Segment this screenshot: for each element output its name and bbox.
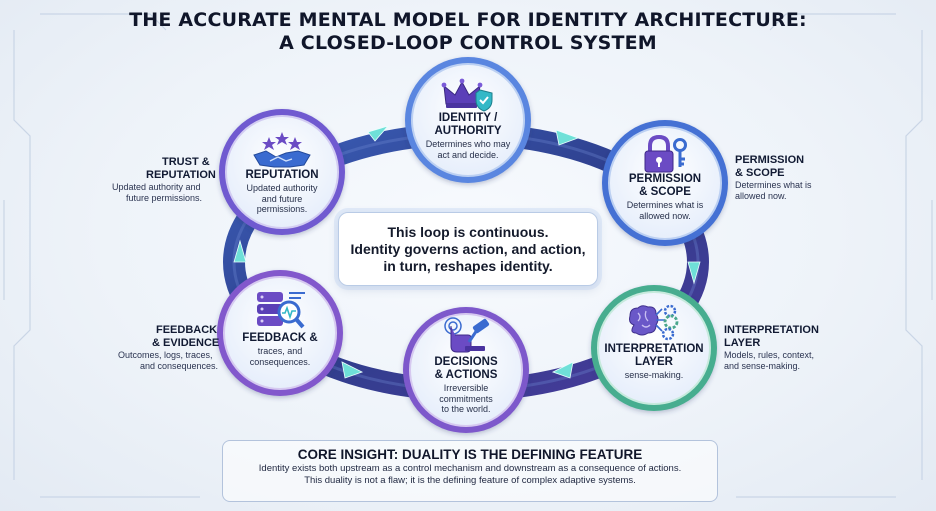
node-decisions-desc-3: to the world. [441, 404, 491, 414]
core-insight-box: CORE INSIGHT: DUALITY IS THE DEFINING FE… [222, 440, 718, 502]
center-line-3: in turn, reshapes identity. [383, 257, 553, 274]
gavel-pointer-icon [444, 317, 490, 353]
handshake-stars-icon [253, 132, 311, 168]
node-interpretation-title-2: LAYER [635, 356, 673, 368]
side-feedback-title-2: & EVIDENCE [152, 336, 220, 349]
page-title: THE ACCURATE MENTAL MODEL FOR IDENTITY A… [0, 9, 936, 55]
node-permission-desc-2: allowed now. [639, 210, 691, 221]
flow-arrow-3 [687, 261, 701, 285]
node-permission-title-1: PERMISSION [628, 173, 702, 185]
node-reputation-desc-3: permissions. [256, 204, 308, 214]
node-feedback: FEEDBACK & traces, and consequences. [226, 290, 334, 367]
side-feedback-desc-2: and consequences. [140, 360, 219, 371]
side-trust-desc-2: future permissions. [126, 192, 203, 203]
flow-arrow-4 [551, 361, 574, 379]
node-decisions-title-2: & ACTIONS [434, 369, 498, 381]
center-line-2: Identity governs action, and action, [350, 240, 586, 257]
side-label-feedback: FEEDBACK & EVIDENCE Outcomes, logs, trac… [118, 324, 228, 371]
node-identity-desc-1: Determines who may [425, 139, 511, 149]
node-decisions: DECISIONS & ACTIONS Irreversible commitm… [412, 316, 520, 415]
core-insight-line-1: Identity exists both upstream as a contr… [258, 463, 682, 474]
node-reputation-desc-2: and future [261, 193, 303, 204]
node-reputation-title-1: REPUTATION [245, 169, 319, 181]
node-interpretation-title-1: INTERPRETATION [604, 343, 704, 355]
side-interpretation-title-2: LAYER [724, 336, 761, 349]
node-interpretation-desc-1: sense-making. [624, 370, 684, 380]
node-decisions-desc-2: commitments [439, 393, 493, 404]
node-feedback-desc-1: traces, and [257, 346, 303, 356]
brain-gears-icon [629, 304, 679, 341]
node-identity: IDENTITY / AUTHORITY Determines who may … [413, 78, 523, 160]
side-interpretation-title-1: INTERPRETATION [724, 324, 819, 336]
flow-arrow-1 [367, 125, 390, 142]
node-reputation: REPUTATION Updated authority and future … [226, 131, 338, 215]
crown-shield-icon [441, 78, 493, 112]
database-magnifier-icon [257, 292, 305, 329]
side-permission-desc-2: allowed now. [735, 190, 787, 201]
side-label-permission: PERMISSION & SCOPE Determines what is al… [735, 154, 845, 201]
node-decisions-title-1: DECISIONS [434, 356, 498, 368]
title-line-2: A CLOSED-LOOP CONTROL SYSTEM [279, 32, 657, 54]
node-identity-title-1: IDENTITY / [438, 112, 498, 124]
node-permission-title-2: & SCOPE [639, 186, 691, 198]
side-label-interpretation: INTERPRETATION LAYER Models, rules, cont… [724, 324, 854, 371]
node-identity-title-2: AUTHORITY [434, 125, 502, 137]
side-feedback-title-1: FEEDBACK [156, 324, 218, 336]
center-line-1: This loop is continuous. [387, 223, 549, 240]
side-interpretation-desc-2: and sense-making. [724, 360, 801, 371]
title-line-1: THE ACCURATE MENTAL MODEL FOR IDENTITY A… [129, 9, 807, 31]
side-permission-title-1: PERMISSION [735, 154, 805, 166]
core-insight-title: CORE INSIGHT: DUALITY IS THE DEFINING FE… [297, 447, 643, 462]
core-insight-line-2: This duality is not a flaw; it is the de… [304, 475, 636, 486]
side-trust-desc-1: Updated authority and [112, 182, 201, 192]
side-permission-desc-1: Determines what is [735, 180, 812, 190]
flow-arrow-2 [555, 129, 580, 146]
node-permission-desc-1: Determines what is [626, 200, 704, 210]
padlock-key-icon [644, 135, 687, 173]
flow-arrow-6 [233, 239, 247, 263]
center-message: This loop is continuous. Identity govern… [338, 212, 598, 286]
side-interpretation-desc-1: Models, rules, context, [724, 350, 815, 360]
side-trust-title-2: REPUTATION [146, 168, 216, 181]
flow-arrow-5 [341, 361, 364, 379]
side-label-trust: TRUST & REPUTATION Updated authority and… [112, 156, 222, 203]
node-feedback-title-1: FEEDBACK & [242, 332, 318, 344]
node-identity-desc-2: act and decide. [437, 149, 499, 160]
node-interpretation: INTERPRETATION LAYER sense-making. [592, 303, 716, 381]
node-permission: PERMISSION & SCOPE Determines what is al… [607, 135, 723, 221]
side-trust-title-1: TRUST & [162, 156, 210, 168]
side-permission-title-2: & SCOPE [735, 166, 785, 179]
node-reputation-desc-1: Updated authority [246, 183, 318, 193]
side-feedback-desc-1: Outcomes, logs, traces, [118, 350, 213, 360]
node-feedback-desc-2: consequences. [249, 356, 311, 367]
node-decisions-desc-1: Irreversible [443, 383, 489, 393]
